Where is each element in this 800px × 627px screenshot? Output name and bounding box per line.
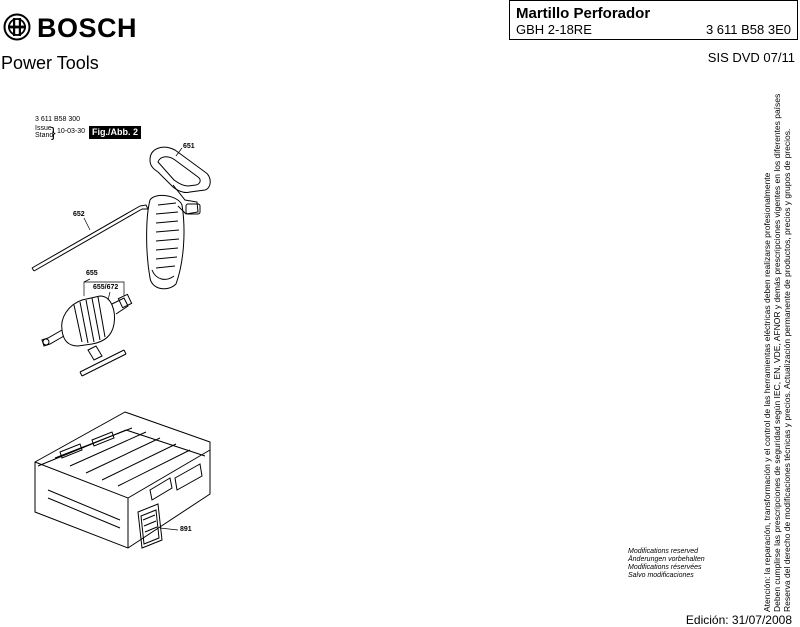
modifications-note: Modifications reserved Änderungen vorbeh… bbox=[628, 548, 705, 580]
edition-date: Edición: 31/07/2008 bbox=[685, 613, 792, 627]
figure-label: Fig./Abb. 2 bbox=[89, 126, 141, 139]
callout-655-672: 655/672 bbox=[93, 284, 119, 291]
mod-line-de: Änderungen vorbehalten bbox=[628, 556, 705, 563]
side-note-line-2: Deben cumplirse las prescripciones de se… bbox=[772, 93, 782, 612]
callout-655: 655 bbox=[86, 270, 98, 277]
legal-side-note: Atención: la reparación, transformación … bbox=[762, 82, 792, 612]
depth-stop-drawing bbox=[31, 204, 149, 272]
callout-651: 651 bbox=[183, 143, 195, 150]
issue-label: Issue bbox=[35, 125, 52, 132]
callout-652: 652 bbox=[73, 211, 85, 218]
leader-lines bbox=[83, 147, 183, 531]
product-title: Martillo Perforador bbox=[516, 5, 651, 22]
mod-line-en: Modifications reserved bbox=[628, 548, 699, 555]
mod-line-es: Salvo modificaciones bbox=[628, 572, 694, 579]
issue-brace: } bbox=[51, 124, 56, 140]
product-part-number: 3 611 B58 3E0 bbox=[705, 22, 791, 37]
sis-version: SIS DVD 07/11 bbox=[707, 50, 795, 65]
issue-labels: Issue Stand bbox=[35, 125, 53, 139]
handle-drawing bbox=[146, 146, 211, 290]
callout-891: 891 bbox=[180, 526, 192, 533]
side-note-line-1: Atención: la reparación, transformación … bbox=[762, 172, 772, 612]
title-box: Martillo Perforador GBH 2-18RE 3 611 B58… bbox=[509, 0, 798, 40]
product-model: GBH 2-18RE bbox=[516, 22, 592, 37]
brand-subtitle: Power Tools bbox=[1, 53, 99, 73]
stand-label: Stand bbox=[35, 132, 54, 139]
chuck-drawing bbox=[41, 293, 133, 377]
issue-date: 10-03-30 bbox=[57, 128, 86, 135]
side-note-line-3: Reserva del derecho de modificaciones té… bbox=[782, 128, 792, 612]
mod-line-fr: Modifications réservées bbox=[628, 564, 702, 571]
brand-name: BOSCH bbox=[37, 13, 138, 43]
bosch-logo-icon bbox=[3, 13, 31, 41]
carry-case-drawing bbox=[34, 411, 211, 549]
drawing-doc-number: 3 611 B58 300 bbox=[35, 116, 81, 123]
